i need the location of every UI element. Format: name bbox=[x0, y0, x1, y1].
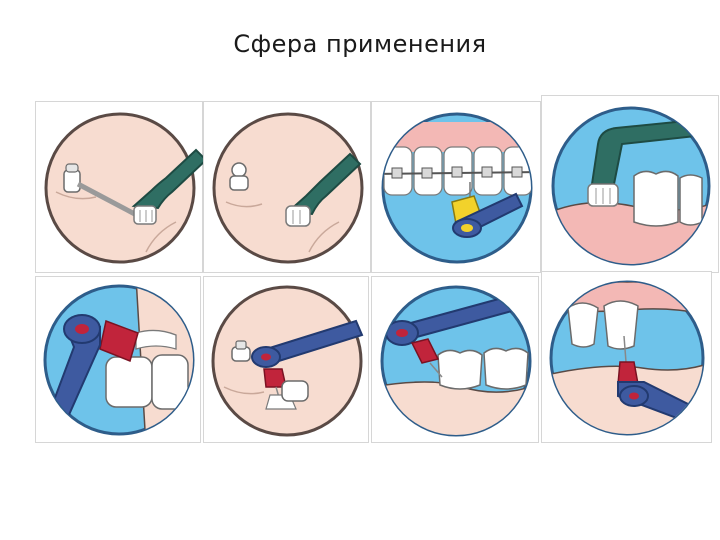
tile-gap bbox=[541, 271, 712, 443]
bridge-brush-icon bbox=[43, 284, 195, 436]
implant-abutment-brush-icon bbox=[212, 112, 364, 264]
lingual-brush-icon bbox=[380, 285, 532, 437]
tile-gumline bbox=[541, 95, 719, 273]
tile-implant-bar bbox=[35, 101, 204, 273]
tile-implant-abutment bbox=[203, 101, 371, 273]
implant-post-brush-icon bbox=[211, 285, 364, 437]
gap-brush-icon bbox=[549, 280, 705, 436]
tile-bridge bbox=[35, 276, 201, 443]
gumline-brush-icon bbox=[551, 106, 711, 266]
tile-lingual bbox=[371, 276, 539, 443]
page-title: Сфера применения bbox=[233, 30, 487, 58]
implant-bar-brush-icon bbox=[44, 112, 204, 264]
tile-implant-post bbox=[203, 276, 369, 443]
tile-braces bbox=[371, 101, 541, 273]
braces-interspace-brush-icon bbox=[381, 112, 533, 264]
